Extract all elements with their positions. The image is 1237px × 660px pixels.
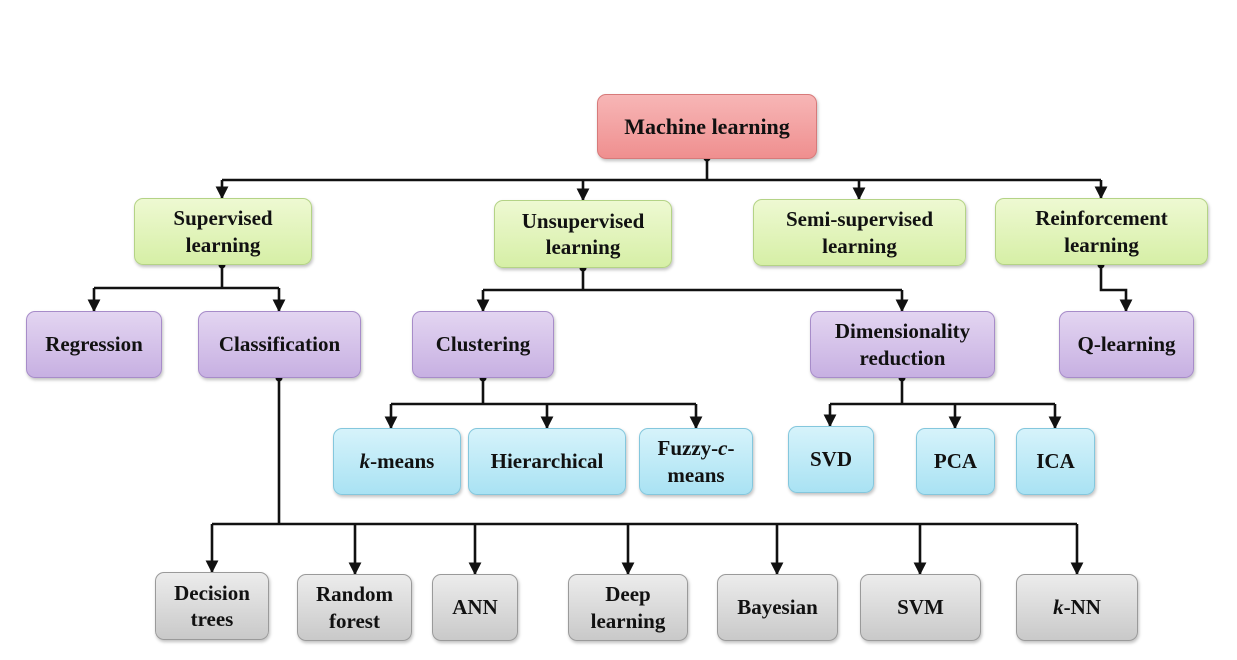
decision-trees-node: Decision trees [155,572,269,640]
k-means-node: k-means [333,428,461,495]
knn-node: k-NN [1016,574,1138,641]
c-italic: c [718,436,728,461]
clustering-node: Clustering [412,311,554,378]
svd-node: SVD [788,426,874,493]
fuzzy-label: Fuzzy- [657,436,719,461]
dash-label: - [727,436,735,461]
ica-node: ICA [1016,428,1095,495]
supervised-learning-node: Supervised learning [134,198,312,265]
knn-label: -NN [1063,595,1101,620]
regression-node: Regression [26,311,162,378]
machine-learning-node: Machine learning [597,94,817,159]
fuzzy-c-means-node: Fuzzy-c-means [639,428,753,495]
k-means-label: -means [370,449,435,474]
bayesian-node: Bayesian [717,574,838,641]
random-forest-node: Random forest [297,574,412,641]
semi-supervised-learning-node: Semi-supervised learning [753,199,966,266]
classification-node: Classification [198,311,361,378]
q-learning-node: Q-learning [1059,311,1194,378]
hierarchical-node: Hierarchical [468,428,626,495]
reinforcement-learning-node: Reinforcement learning [995,198,1208,265]
dimensionality-reduction-node: Dimensionality reduction [810,311,995,378]
pca-node: PCA [916,428,995,495]
k-italic: k [359,449,371,474]
ann-node: ANN [432,574,518,641]
means-label: means [667,462,725,487]
deep-learning-node: Deep learning [568,574,688,641]
unsupervised-learning-node: Unsupervised learning [494,200,672,268]
k-italic: k [1053,595,1064,620]
svm-node: SVM [860,574,981,641]
